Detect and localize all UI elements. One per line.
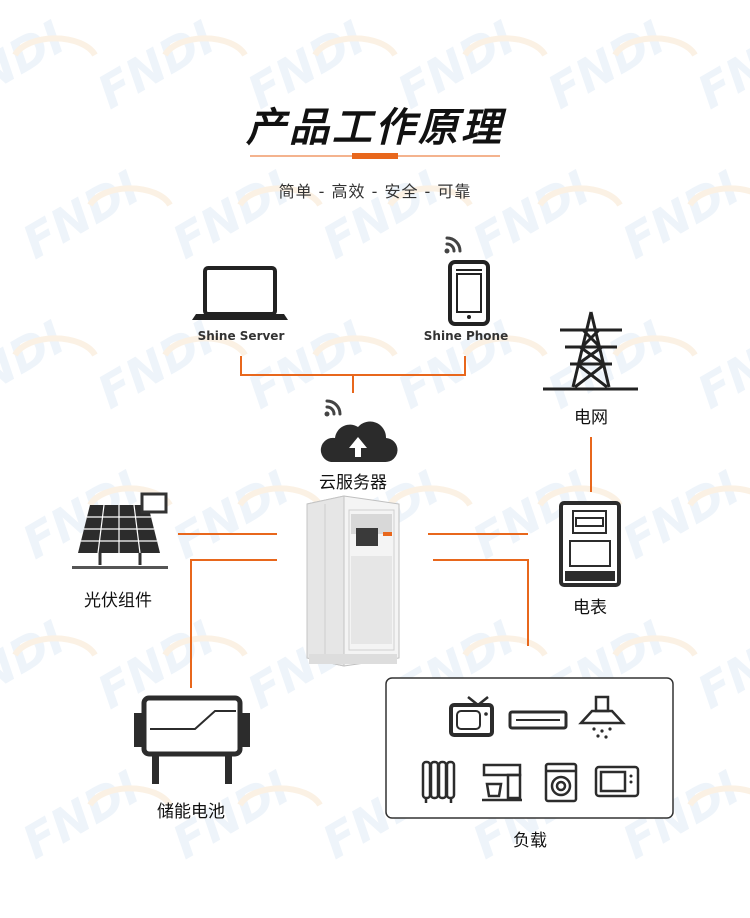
page-title: 产品工作原理 bbox=[246, 105, 504, 151]
label-shine-phone: Shine Phone bbox=[423, 329, 509, 343]
microwave-icon bbox=[594, 765, 640, 798]
label-grid: 电网 bbox=[574, 408, 608, 428]
appliances-icon bbox=[421, 695, 640, 803]
air-conditioner-icon bbox=[508, 710, 568, 730]
solar-panel-icon bbox=[72, 492, 168, 569]
tv-icon bbox=[449, 696, 494, 737]
power-tower-icon bbox=[543, 311, 638, 391]
range-hood-icon bbox=[578, 695, 626, 739]
electric-meter-icon bbox=[559, 501, 621, 587]
washing-machine-icon bbox=[544, 762, 578, 803]
label-load: 负载 bbox=[513, 831, 547, 851]
battery-module-icon bbox=[134, 695, 250, 784]
oil-heater-icon bbox=[421, 760, 456, 803]
coffee-machine-icon bbox=[482, 763, 522, 802]
smartphone-icon bbox=[448, 260, 490, 326]
title-divider bbox=[250, 153, 500, 159]
label-pv-module: 光伏组件 bbox=[84, 591, 152, 611]
wifi-icon bbox=[324, 399, 342, 417]
label-shine-server: Shine Server bbox=[197, 329, 285, 343]
wifi-icon bbox=[444, 236, 462, 254]
laptop-icon bbox=[192, 266, 288, 320]
label-meter: 电表 bbox=[573, 598, 607, 618]
label-battery: 储能电池 bbox=[157, 802, 225, 822]
energy-storage-cabinet-icon bbox=[306, 495, 400, 667]
label-cloud-server: 云服务器 bbox=[319, 473, 387, 493]
page-subtitle: 简单 - 高效 - 安全 - 可靠 bbox=[278, 182, 472, 201]
connection-lines bbox=[178, 356, 592, 688]
cloud-upload-icon bbox=[320, 421, 398, 463]
